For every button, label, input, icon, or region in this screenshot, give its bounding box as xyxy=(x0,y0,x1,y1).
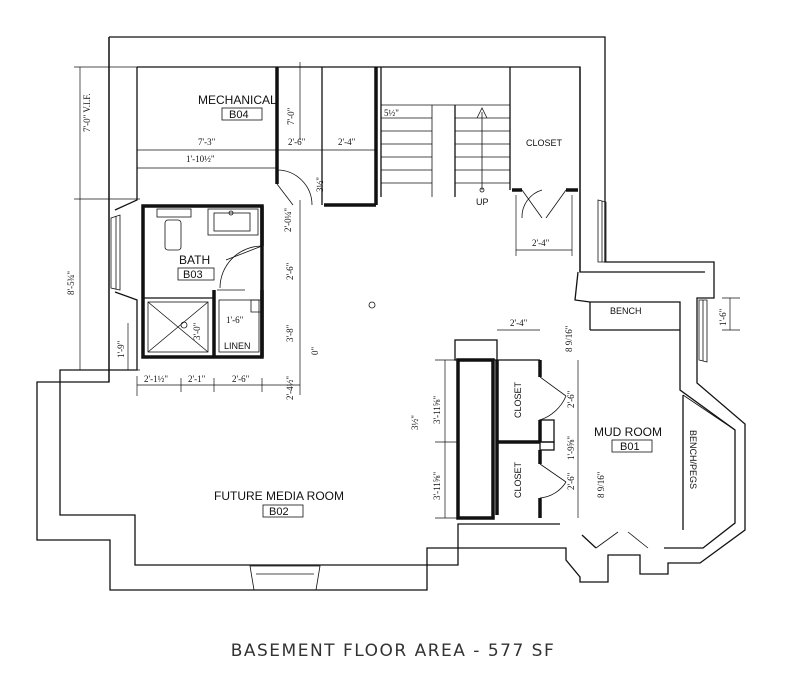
dim-8-5-3: 8'-5¾" xyxy=(66,271,76,295)
mud-room-name: MUD ROOM xyxy=(594,425,662,439)
floor-drain-icon xyxy=(368,301,376,309)
dim-0: 0" xyxy=(310,347,320,356)
closet-label-upper: CLOSET xyxy=(513,381,523,418)
dim-3-0: 3'-0" xyxy=(192,322,202,340)
dim-1-9: 1'-9" xyxy=(116,340,126,358)
dimension-lines xyxy=(74,62,740,519)
dim-2-6-d: 2'-6" xyxy=(566,390,576,408)
bath-room-tag: B03 xyxy=(183,269,203,281)
floor-area-title: BASEMENT FLOOR AREA - 577 SF xyxy=(231,641,556,661)
mud-room-tag: B01 xyxy=(620,441,640,453)
bench-label: BENCH xyxy=(610,306,642,316)
stair-up-label: UP xyxy=(476,197,489,207)
bath-room-name: BATH xyxy=(179,253,210,267)
dim-2-1: 2'-1" xyxy=(188,374,206,384)
dim-5-half: 5½" xyxy=(384,108,399,118)
dim-vert-7-0: 7'-0" xyxy=(286,107,296,125)
dim-2-6-c: 2'-6" xyxy=(232,374,250,384)
dim-3-half: 3½" xyxy=(315,177,325,192)
dim-2-4-b: 2'-4" xyxy=(510,318,528,328)
dim-8-9-16-a: 8 9/16" xyxy=(564,325,574,352)
closet-label-top: CLOSET xyxy=(526,138,563,148)
stair-closet: CLOSET xyxy=(512,138,578,219)
windows xyxy=(110,199,708,591)
bath-labels: BATH B03 xyxy=(177,253,215,281)
dim-1-6-b: 1'-6" xyxy=(718,308,728,326)
dim-width-1-10: 1'-10½" xyxy=(186,154,215,164)
dim-1-6-a: 1'-6" xyxy=(226,315,244,325)
staircase: UP xyxy=(380,67,511,207)
dim-height-left: 7'-0" V.I.F. xyxy=(82,93,92,132)
media-room-name: FUTURE MEDIA ROOM xyxy=(214,489,344,503)
bench-pegs-label: BENCH/PEGS xyxy=(688,430,698,489)
dim-2-6-a: 2'-6" xyxy=(288,137,306,147)
bath-room: LINEN xyxy=(141,204,264,359)
dim-2-4-half: 2'-4½" xyxy=(285,376,295,400)
dim-3-11-a: 3'-11⅝" xyxy=(432,395,442,424)
dim-1-9-5-8: 1'-9⅝" xyxy=(566,436,576,460)
mechanical-room-name: MECHANICAL xyxy=(198,93,277,107)
dim-2-4-a: 2'-4" xyxy=(338,137,356,147)
linen-label: LINEN xyxy=(224,341,251,351)
mechanical-room-tag: B04 xyxy=(229,109,249,121)
dim-3-8: 3'-8" xyxy=(285,324,295,342)
dim-2-4-c: 2'-4" xyxy=(532,238,550,248)
dimension-labels: 7'-0" V.I.F. 7'-0" 7'-3" 1'-10½" 2'-6" 2… xyxy=(66,93,728,500)
dim-2-0-q: 2'-0¼" xyxy=(283,208,293,232)
media-room-labels: FUTURE MEDIA ROOM B02 xyxy=(214,489,344,518)
dim-3-half-b: 3½" xyxy=(410,415,420,430)
mud-room-labels: MUD ROOM B01 xyxy=(594,425,662,453)
dim-width-7-3: 7'-3" xyxy=(198,137,216,147)
dim-8-9-16-b: 8 9/16" xyxy=(596,471,606,498)
mechanical-labels: MECHANICAL B04 xyxy=(198,93,277,121)
closet-label-lower: CLOSET xyxy=(513,461,523,498)
media-room-tag: B02 xyxy=(269,506,289,518)
dim-2-6-b: 2'-6" xyxy=(285,262,295,280)
dim-2-6-e: 2'-6" xyxy=(566,472,576,490)
mechanical-room xyxy=(275,67,378,207)
dim-3-11-b: 3'-11⅝" xyxy=(432,471,442,500)
mud-room-area: BENCH BENCH/PEGS CLOSET CLOSET xyxy=(454,302,736,549)
dim-2-1-half: 2'-1½" xyxy=(144,374,168,384)
